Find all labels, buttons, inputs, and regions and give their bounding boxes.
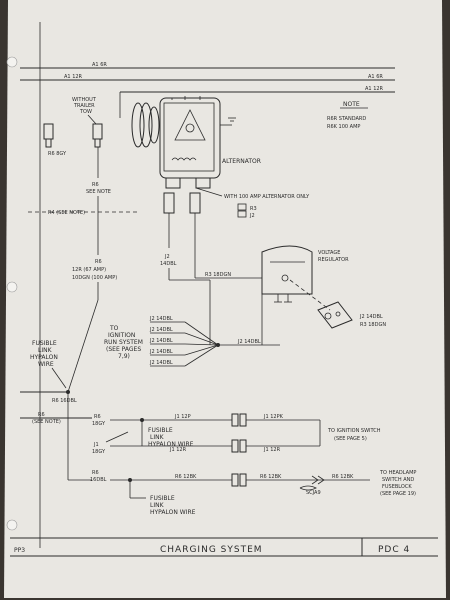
j2-row: J2 14DBL: [149, 338, 173, 344]
j2-bundle: [150, 321, 280, 367]
wire-label: R6 12BK: [175, 474, 197, 480]
wire-label: J2 14DBL: [359, 314, 383, 320]
wire-label: J2: [249, 213, 255, 219]
wire-label: R6: [92, 470, 99, 476]
dest-label: TO IGNITION SWITCH: [327, 428, 381, 434]
leader-line: [51, 367, 67, 389]
connector-icon: [237, 203, 247, 211]
footer-page: PDC 4: [378, 545, 410, 555]
fusible-label: HYPALON WIRE: [148, 441, 194, 448]
wire-label: 16DBL: [90, 477, 107, 483]
j2-row: J2 14DBL: [149, 316, 173, 322]
ign-line: IGNITION: [108, 332, 135, 339]
footer-title: CHARGING SYSTEM: [160, 545, 263, 555]
wire-label: R6 8GY: [48, 151, 67, 157]
fusible-label: FUSIBLE: [150, 495, 175, 502]
vr-title: REGULATOR: [318, 257, 349, 263]
dest-label: (SEE PAGE 5): [334, 436, 367, 442]
dest-label: (SEE PAGE 19): [380, 491, 416, 497]
wire-label: 12R (67 AMP): [72, 267, 106, 273]
wire-label: R4 (SEE NOTE): [48, 210, 85, 216]
note-line: R6K 100 AMP: [327, 124, 360, 130]
wire-label: J1: [93, 442, 99, 448]
alternator-icon: [131, 96, 236, 189]
fusible-label: HYPALON: [30, 354, 58, 361]
wire-label: R6 12BK: [260, 474, 282, 480]
wire-r6-diag: [67, 299, 99, 393]
label-trailer: TRAILER: [73, 103, 95, 109]
wire-label: A1 12R: [64, 74, 83, 80]
connector-icon: [231, 413, 239, 427]
connector-icon: [237, 210, 247, 218]
wire-label: R3: [250, 206, 257, 212]
ign-line: 7,9): [118, 353, 130, 360]
dest-label: TO HEADLAMP: [379, 470, 416, 476]
wire-label: R6: [92, 182, 99, 188]
splice-tag: [299, 485, 317, 491]
binder-hole: [6, 519, 18, 531]
wire-label: J2: [164, 254, 170, 260]
wire-label: R6 16DBL: [52, 398, 77, 404]
connector-icon: [45, 138, 52, 148]
alternator-note: WITH 100 AMP ALTERNATOR ONLY: [224, 194, 310, 200]
wire-label: J1 12R: [263, 447, 281, 453]
splice-icon: [311, 475, 325, 485]
j2-row: J2 14DBL: [149, 360, 173, 366]
splice-label: SCJA9: [306, 490, 321, 496]
j2-main-label: J2 14DBL: [237, 339, 261, 345]
connector-icon: [94, 138, 101, 148]
dest-label: FUSEBLOCK: [382, 484, 412, 490]
voltage-regulator-icon: [261, 245, 313, 345]
leader-dashed: [289, 279, 331, 311]
paper-sheet: [4, 0, 446, 598]
wire-label: J1 12PK: [263, 414, 284, 420]
wire-label: 14DBL: [160, 261, 177, 267]
wire-label: A1 12R: [365, 86, 384, 92]
wire-label: R6: [94, 414, 101, 420]
alternator-label: ALTERNATOR: [222, 158, 261, 165]
ign-to: TO: [109, 325, 119, 332]
wire-label: R3 18DGN: [360, 322, 386, 328]
wire-label: J1 12R: [169, 447, 187, 453]
regulator-plug-icon: [317, 301, 353, 329]
fusible-label: LINK: [150, 502, 165, 509]
fusible-label: FUSIBLE: [32, 340, 57, 347]
dest-label: SWITCH AND: [382, 477, 414, 483]
fusible-label: LINK: [38, 347, 53, 354]
vr-title: VOLTAGE: [318, 250, 340, 256]
ign-line: (SEE PAGES: [106, 346, 141, 353]
fusible-label: WIRE: [38, 361, 54, 368]
wire-label: R6 12BK: [332, 474, 354, 480]
label-tow: TOW: [79, 109, 92, 115]
wire-label: R6: [95, 259, 102, 265]
fusible-label: HYPALON WIRE: [150, 509, 196, 516]
note-line: R6R STANDARD: [327, 116, 366, 122]
binder-hole: [6, 281, 18, 293]
j2-row: J2 14DBL: [149, 327, 173, 333]
footer-code: PP3: [14, 547, 25, 554]
wire-label: 18GY: [92, 449, 106, 455]
leader-line: [105, 431, 129, 443]
wire-label: R6: [38, 412, 45, 418]
fusible-label: LINK: [150, 434, 165, 441]
wire-label: 18GY: [92, 421, 106, 427]
wire-label: A1 6R: [368, 74, 383, 80]
connector-icon: [231, 439, 239, 453]
binder-hole: [6, 56, 18, 68]
ign-line: RUN SYSTEM: [104, 339, 143, 346]
wire-label: (SEE NOTE): [32, 419, 61, 425]
note-title: NOTE: [343, 101, 360, 108]
wire-label: J1 12P: [174, 414, 191, 420]
wire-label: 10DGN (100 AMP): [72, 275, 117, 281]
wire-label: SEE NOTE: [86, 189, 111, 195]
connector-icon: [231, 473, 239, 487]
j2-row: J2 14DBL: [149, 349, 173, 355]
leader-line: [87, 114, 97, 125]
label-without: WITHOUT: [72, 97, 97, 103]
wire-label: R3 18DGN: [205, 272, 231, 278]
wire-label: A1 6R: [92, 62, 107, 68]
leader-line: [195, 187, 223, 197]
fusible-label: FUSIBLE: [148, 427, 173, 434]
